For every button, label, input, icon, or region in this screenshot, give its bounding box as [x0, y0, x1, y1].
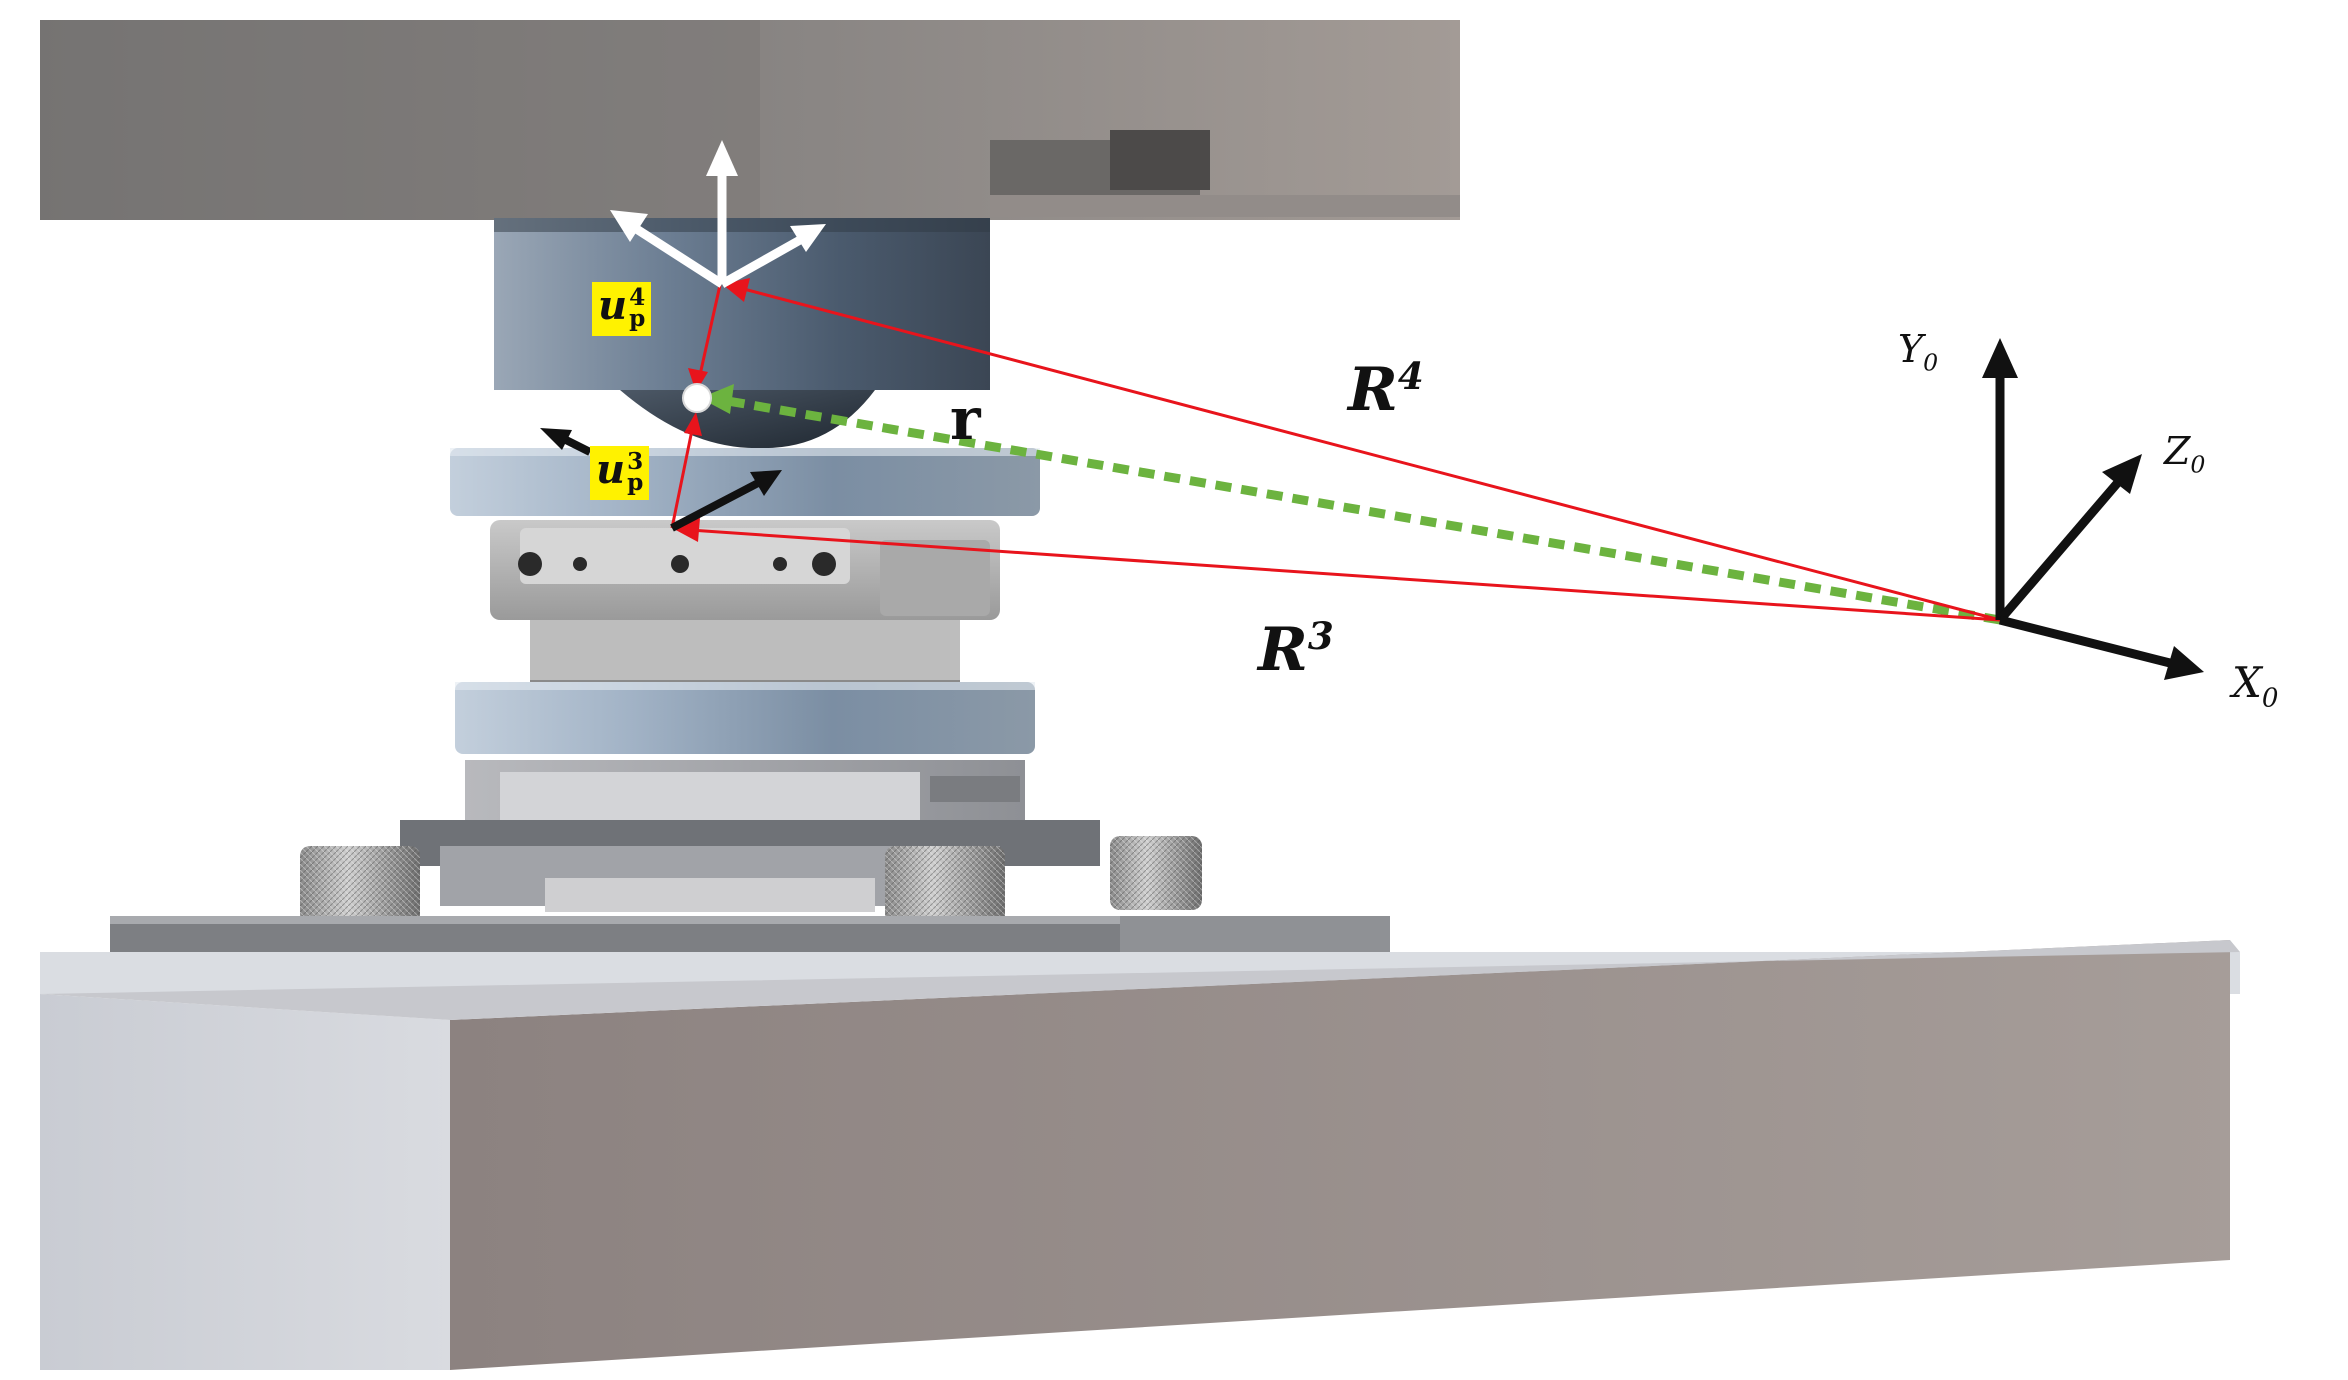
label-u4-sup: 4	[629, 284, 646, 312]
label-R3: R3	[1258, 617, 1334, 680]
lower-body-frame	[540, 428, 782, 532]
label-Y0-sub: 0	[1923, 348, 1939, 377]
local-vector-u4	[688, 284, 722, 392]
label-X0-sub: 0	[2261, 683, 2279, 714]
local-vector-u3	[670, 412, 702, 529]
position-vector-R3	[672, 518, 2001, 622]
label-R4: R4	[1348, 357, 1424, 420]
label-u3-sup: 3	[627, 448, 644, 476]
label-Z0-base: Z	[2164, 429, 2191, 473]
label-Y0-base: Y	[1898, 327, 1924, 371]
label-r: r	[950, 385, 981, 453]
global-frame	[1982, 338, 2204, 680]
relative-vector-r	[700, 384, 2001, 625]
upper-block	[40, 20, 1460, 220]
label-X0-base: X	[2232, 658, 2262, 707]
label-u3-base: u	[596, 446, 626, 493]
label-R3-sup: 3	[1307, 614, 1334, 658]
label-u4-sub: p	[629, 305, 646, 332]
label-Z0: Z0	[2164, 432, 2205, 477]
label-X0: X0	[2232, 662, 2279, 714]
contact-point	[682, 383, 712, 413]
label-u4-base: u	[598, 282, 628, 329]
label-R4-base: R	[1348, 355, 1398, 425]
machine-render	[40, 20, 2240, 1370]
knurled-knobs	[300, 836, 1202, 924]
vector-overlay	[540, 140, 2204, 680]
label-R3-base: R	[1258, 615, 1308, 685]
label-Z0-sub: 0	[2190, 450, 2206, 479]
upper-body-frame	[610, 140, 826, 288]
label-Y0: Y0	[1898, 330, 1938, 375]
label-u3-sub: p	[627, 469, 644, 496]
upper-disc	[450, 448, 1040, 516]
base-block	[40, 940, 2240, 1370]
lower-disc	[455, 682, 1035, 754]
label-R4-sup: 4	[1397, 354, 1424, 398]
